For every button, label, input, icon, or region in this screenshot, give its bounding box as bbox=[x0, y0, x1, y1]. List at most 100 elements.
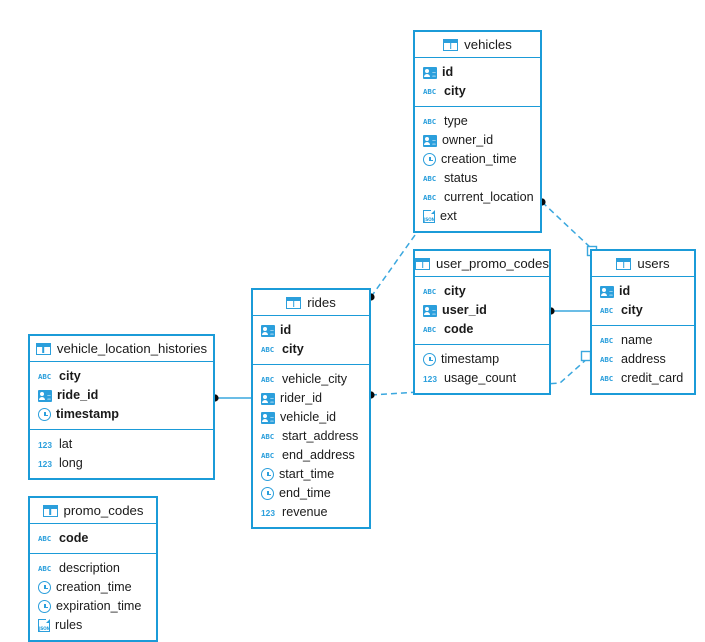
table-header-rides[interactable]: rides bbox=[253, 290, 369, 316]
abc-icon: ABC bbox=[261, 450, 275, 460]
table-header-users[interactable]: users bbox=[592, 251, 694, 277]
column-field-lat[interactable]: 123 lat bbox=[30, 435, 213, 454]
column-field-vehicle_id[interactable]: vehicle_id bbox=[253, 408, 369, 427]
key-field-id[interactable]: id bbox=[592, 282, 694, 301]
abc-icon: ABC bbox=[38, 371, 52, 381]
table-header-vehicle_location_histories[interactable]: vehicle_location_histories bbox=[30, 336, 213, 362]
edge-line bbox=[541, 201, 593, 250]
field-name-label: name bbox=[621, 333, 653, 348]
field-name-label: rules bbox=[55, 618, 83, 633]
key-field-city[interactable]: ABC city bbox=[415, 282, 549, 301]
abc-icon: ABC bbox=[261, 344, 275, 354]
abc-icon: ABC bbox=[423, 286, 437, 296]
field-name-label: owner_id bbox=[442, 133, 494, 148]
table-icon bbox=[286, 296, 302, 309]
primary-key-section: ABC city ride_id timestamp bbox=[30, 362, 213, 430]
table-header-vehicles[interactable]: vehicles bbox=[415, 32, 540, 58]
field-name-label: long bbox=[59, 456, 83, 471]
key-field-city[interactable]: ABC city bbox=[30, 367, 213, 386]
clock-icon bbox=[38, 600, 51, 613]
column-field-end_time[interactable]: end_time bbox=[253, 484, 369, 503]
column-field-rules[interactable]: rules bbox=[30, 616, 156, 635]
relationship-vehicles-to-users[interactable] bbox=[538, 198, 598, 257]
column-field-timestamp[interactable]: timestamp bbox=[415, 350, 549, 369]
column-field-rider_id[interactable]: rider_id bbox=[253, 389, 369, 408]
table-header-user_promo_codes[interactable]: user_promo_codes bbox=[415, 251, 549, 277]
table-icon bbox=[35, 342, 51, 355]
abc-icon: ABC bbox=[600, 354, 614, 364]
column-field-owner_id[interactable]: owner_id bbox=[415, 131, 540, 150]
json-icon bbox=[423, 209, 436, 223]
field-name-label: expiration_time bbox=[56, 599, 142, 614]
clock-icon bbox=[261, 468, 274, 481]
123-icon: 123 bbox=[423, 373, 437, 384]
table-name-label: promo_codes bbox=[63, 502, 144, 518]
field-name-label: vehicle_city bbox=[282, 372, 348, 387]
field-name-label: city bbox=[444, 284, 466, 299]
relationship-vehicle-location-histories-to-rides[interactable] bbox=[211, 394, 251, 402]
123-icon: 123 bbox=[261, 507, 275, 518]
table-header-promo_codes[interactable]: promo_codes bbox=[30, 498, 156, 524]
field-name-label: code bbox=[444, 322, 474, 337]
column-field-ext[interactable]: ext bbox=[415, 207, 540, 226]
table-icon bbox=[415, 257, 431, 270]
key-field-user_id[interactable]: user_id bbox=[415, 301, 549, 320]
column-field-creation_time[interactable]: creation_time bbox=[30, 578, 156, 597]
field-name-label: vehicle_id bbox=[280, 410, 337, 425]
field-name-label: lat bbox=[59, 437, 73, 452]
key-field-ride_id[interactable]: ride_id bbox=[30, 386, 213, 405]
table-name-label: user_promo_codes bbox=[436, 255, 549, 271]
column-field-usage_count[interactable]: 123 usage_count bbox=[415, 369, 549, 388]
field-name-label: end_address bbox=[282, 448, 355, 463]
key-field-timestamp[interactable]: timestamp bbox=[30, 405, 213, 424]
column-field-creation_time[interactable]: creation_time bbox=[415, 150, 540, 169]
field-name-label: status bbox=[444, 171, 478, 186]
column-field-expiration_time[interactable]: expiration_time bbox=[30, 597, 156, 616]
field-name-label: current_location bbox=[444, 190, 534, 205]
field-name-label: city bbox=[59, 369, 81, 384]
abc-icon: ABC bbox=[38, 533, 52, 543]
abc-icon: ABC bbox=[423, 116, 437, 126]
column-field-end_address[interactable]: ABC end_address bbox=[253, 446, 369, 465]
field-name-label: timestamp bbox=[56, 407, 119, 422]
field-name-label: end_time bbox=[279, 486, 331, 501]
abc-icon: ABC bbox=[423, 173, 437, 183]
column-field-status[interactable]: ABC status bbox=[415, 169, 540, 188]
key-field-code[interactable]: ABC code bbox=[30, 529, 156, 548]
key-field-id[interactable]: id bbox=[253, 321, 369, 340]
column-field-start_time[interactable]: start_time bbox=[253, 465, 369, 484]
field-name-label: code bbox=[59, 531, 89, 546]
field-name-label: type bbox=[444, 114, 468, 129]
key-field-id[interactable]: id bbox=[415, 63, 540, 82]
field-name-label: usage_count bbox=[444, 371, 517, 386]
relationship-user-promo-codes-to-users[interactable] bbox=[547, 307, 590, 315]
123-icon: 123 bbox=[38, 439, 52, 450]
column-field-type[interactable]: ABC type bbox=[415, 112, 540, 131]
